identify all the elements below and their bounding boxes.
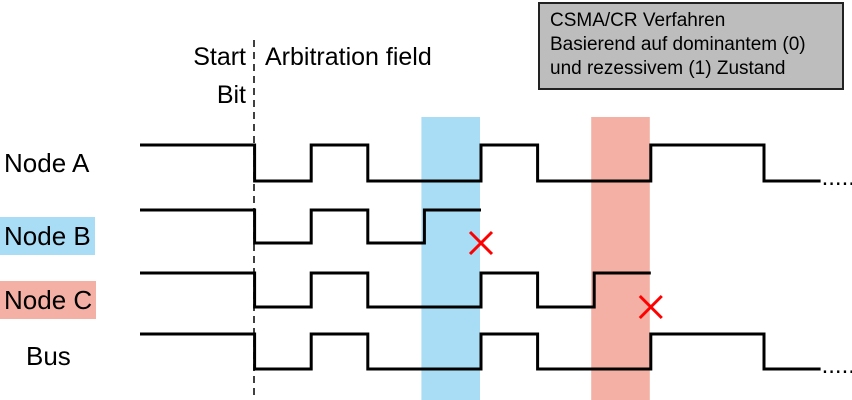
waveform-4 — [140, 332, 821, 371]
waveforms: .......... — [140, 143, 852, 379]
info-line-3: und rezessivem (1) Zustand — [550, 58, 786, 79]
continuation-ellipsis: ..... — [822, 352, 852, 379]
bit-label: Bit — [216, 81, 246, 109]
arbitration-field-label: Arbitration field — [265, 43, 432, 71]
highlight-bands — [421, 117, 650, 400]
waveform-2 — [140, 208, 481, 245]
waveform-1 — [140, 143, 821, 183]
waveform-3 — [140, 271, 651, 309]
bus-label: Bus — [26, 341, 71, 371]
start-label: Start — [193, 43, 246, 71]
node-a-label: Node A — [4, 148, 90, 178]
collision-cross-icon — [468, 230, 494, 256]
info-box: CSMA/CR Verfahren Basierend auf dominant… — [538, 2, 844, 90]
info-line-1: CSMA/CR Verfahren — [550, 10, 726, 31]
node-c-label: Node C — [0, 281, 97, 319]
continuation-ellipsis: ..... — [822, 164, 852, 191]
highlight-band-2 — [591, 117, 650, 400]
highlight-band-1 — [421, 117, 480, 400]
collision-marks — [468, 230, 663, 320]
collision-cross-icon — [638, 294, 663, 320]
node-b-label: Node B — [0, 217, 95, 255]
info-line-2: Basierend auf dominantem (0) — [550, 34, 806, 55]
